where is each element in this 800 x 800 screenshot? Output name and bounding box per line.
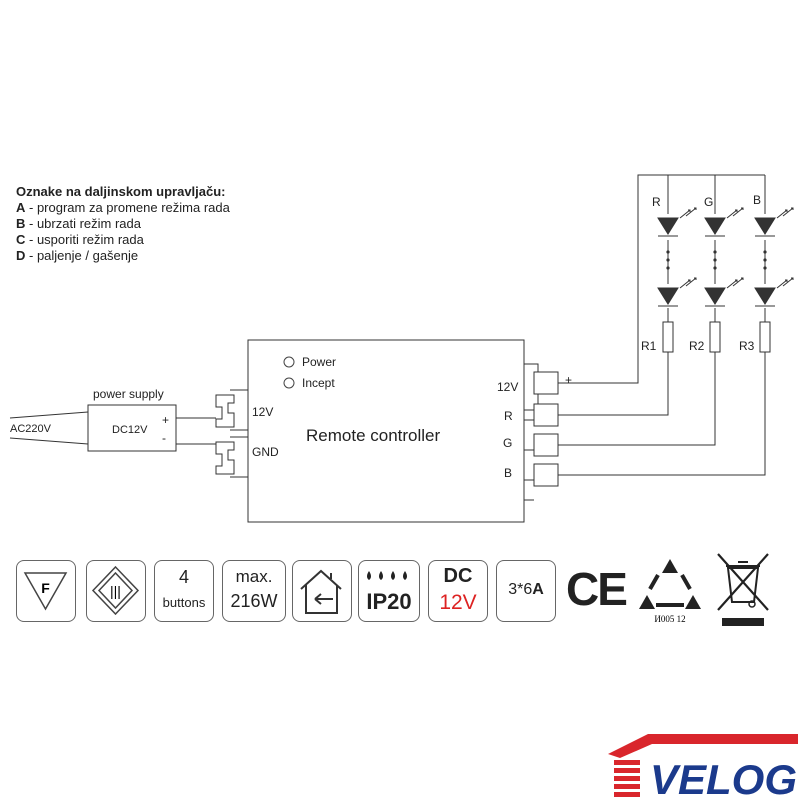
out-12v-label: 12V: [497, 380, 518, 394]
led-diode-icon: [704, 217, 726, 237]
max-power-badge: max. 216W: [222, 560, 286, 622]
led-diode-icon: [754, 217, 776, 237]
legend-item-a: A - program za promene režima rada: [16, 200, 230, 215]
legend-item-d: D - paljenje / gašenje: [16, 248, 139, 263]
indoor-badge: [292, 560, 352, 622]
in-gnd-label: GND: [252, 445, 279, 459]
class2-badge: |||: [86, 560, 146, 622]
psu-plus: +: [162, 413, 169, 427]
channel-r-label: R: [652, 195, 661, 209]
incept-led-icon: [283, 377, 295, 389]
terminal-12v-out: [533, 371, 559, 395]
ac-input-label: AC220V: [10, 423, 52, 435]
wiring-diagram: power supply DC12V AC220V + - 12V GND Po…: [9, 174, 794, 523]
velog-logo: VELOG: [608, 734, 798, 800]
svg-text:|||: |||: [110, 583, 121, 599]
legend-item-b: B - ubrzati režim rada: [16, 216, 141, 231]
psu-caption: power supply: [93, 387, 164, 401]
out-r-label: R: [504, 409, 513, 423]
channel-b-label: B: [753, 193, 761, 207]
power-led-icon: [283, 356, 295, 368]
led-diode-icon: [754, 287, 776, 307]
terminal-gnd-in: [215, 441, 235, 475]
fuse-triangle-icon: F: [23, 572, 68, 611]
psu-minus: -: [162, 431, 166, 445]
fuse-badge: F: [16, 560, 76, 622]
power-indicator-label: Power: [302, 355, 336, 369]
resistor-r2-label: R2: [689, 339, 705, 353]
led-diode-icon: [704, 287, 726, 307]
terminal-r-out: [533, 403, 559, 427]
out-b-label: B: [504, 466, 512, 480]
ac-line-2: [9, 437, 89, 445]
in-12v-label: 12V: [252, 405, 273, 419]
power-supply-box: [87, 404, 177, 452]
resistor-r3: [759, 321, 771, 353]
terminal-12v-in: [215, 394, 235, 428]
led-diode-icon: [657, 217, 679, 237]
remote-legend: Oznake na daljinskom upravljaču: A - pro…: [16, 184, 230, 264]
water-drops-icon: [367, 571, 407, 580]
out-plus-label: +: [565, 373, 572, 387]
led-diode-icon: [657, 287, 679, 307]
resistor-r1: [662, 321, 674, 353]
controller-box: [247, 339, 525, 523]
legend-item-c: C - usporiti režim rada: [16, 232, 144, 247]
indoor-house-icon: [300, 569, 342, 614]
dc-voltage-badge: DC 12V: [428, 560, 488, 622]
channel-g-label: G: [704, 195, 713, 209]
recycle-triangle-icon: И005 12: [639, 559, 701, 624]
buttons-badge: 4 buttons: [154, 560, 214, 622]
psu-label: DC12V: [112, 424, 148, 436]
double-insulation-icon: |||: [91, 565, 140, 616]
svg-text:F: F: [41, 580, 50, 596]
incept-indicator-label: Incept: [302, 376, 335, 390]
ac-line-1: [9, 411, 89, 419]
ip-rating-badge: IP20: [358, 560, 420, 622]
channels-badge: 3*6A: [496, 560, 556, 622]
terminal-g-out: [533, 433, 559, 457]
legend-title: Oznake na daljinskom upravljaču:: [16, 184, 226, 199]
resistor-r2: [709, 321, 721, 353]
controller-title: Remote controller: [306, 426, 441, 445]
weee-bin-icon: [717, 553, 769, 626]
out-g-label: G: [503, 436, 512, 450]
resistor-r1-label: R1: [641, 339, 657, 353]
terminal-b-out: [533, 463, 559, 487]
resistor-r3-label: R3: [739, 339, 755, 353]
brand-name: VELOG: [650, 756, 797, 800]
ce-mark-icon: CE: [566, 563, 628, 615]
svg-text:И005 12: И005 12: [654, 614, 685, 624]
